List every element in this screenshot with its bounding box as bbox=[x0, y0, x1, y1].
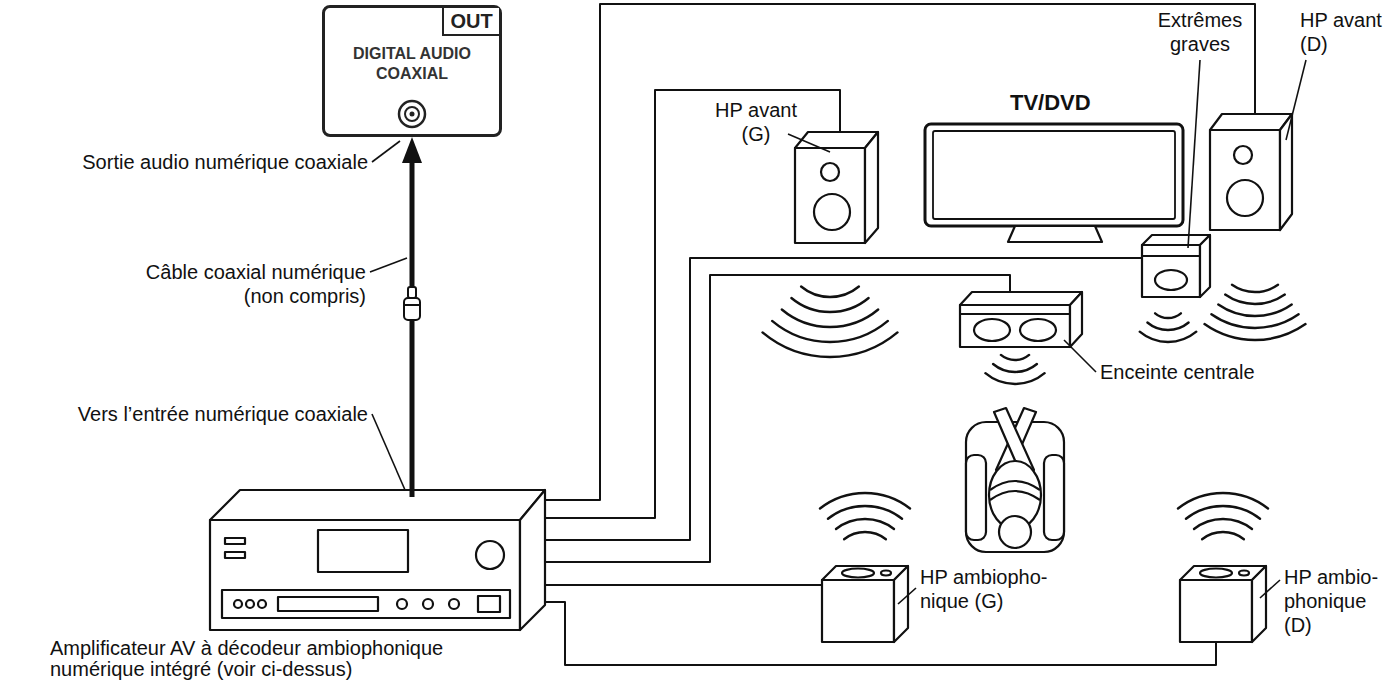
av-amplifier: Amplificateur AV à décodeur ambiophoniqu… bbox=[45, 497, 550, 682]
center-speaker bbox=[960, 292, 1082, 347]
subwoofer bbox=[1142, 235, 1210, 297]
front-right-speaker bbox=[1210, 114, 1292, 230]
coax-cable bbox=[402, 137, 422, 497]
amplifier-caption: Amplificateur AV à décodeur ambiophoniqu… bbox=[50, 638, 490, 680]
callout-label: Sortie audio numérique coaxiale bbox=[28, 150, 368, 174]
callout-label: Vers l’entrée numérique coaxiale bbox=[10, 402, 368, 426]
output-panel: OUT DIGITAL AUDIO COAXIAL bbox=[322, 5, 502, 137]
cable-line bbox=[410, 157, 415, 497]
speaker-label: HP avant (G) bbox=[710, 98, 802, 146]
speaker-label: Enceinte centrale bbox=[1100, 360, 1275, 384]
speaker-label: Extrêmes graves bbox=[1148, 8, 1252, 56]
speaker-wires bbox=[545, 4, 1255, 665]
surround-right-speaker bbox=[1180, 566, 1266, 642]
leader-lines bbox=[370, 60, 1306, 604]
speaker-label: HP avant (D) bbox=[1300, 8, 1386, 56]
speaker-label: HP ambiopho- nique (G) bbox=[920, 565, 1060, 613]
coaxial-jack bbox=[396, 98, 428, 130]
surround-left-speaker bbox=[822, 566, 908, 642]
panel-tag: OUT bbox=[442, 8, 499, 36]
front-left-speaker bbox=[795, 132, 878, 243]
tv-drawing bbox=[925, 124, 1183, 242]
amplifier-drawing bbox=[210, 490, 545, 630]
arrow-head bbox=[402, 137, 422, 163]
listener-armchair bbox=[966, 408, 1064, 552]
speaker-label: HP ambio- phonique (D) bbox=[1284, 565, 1384, 637]
device-label: TV/DVD bbox=[1010, 90, 1120, 116]
callout-label: Câble coaxial numérique (non compris) bbox=[130, 260, 366, 308]
panel-label: DIGITAL AUDIO COAXIAL bbox=[337, 44, 487, 84]
sound-waves bbox=[763, 285, 1306, 539]
